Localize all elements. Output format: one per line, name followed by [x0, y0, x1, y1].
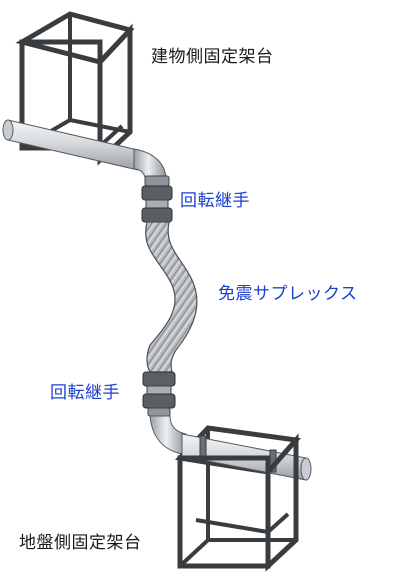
bottom-elbow — [149, 415, 187, 455]
ground-side-frame-front — [177, 433, 299, 572]
swivel-joint-bottom — [142, 371, 176, 417]
flexible-braided-pipe — [145, 221, 198, 373]
swivel-joint-top-label: 回転継手 — [180, 191, 250, 211]
building-side-frame-label: 建物側固定架台 — [151, 47, 274, 67]
swivel-joint-top — [141, 175, 173, 223]
swivel-joint-bottom-label: 回転継手 — [50, 383, 120, 403]
flexible-pipe-label: 免震サプレックス — [218, 284, 358, 304]
ground-side-frame-label: 地盤側固定架台 — [19, 533, 142, 553]
